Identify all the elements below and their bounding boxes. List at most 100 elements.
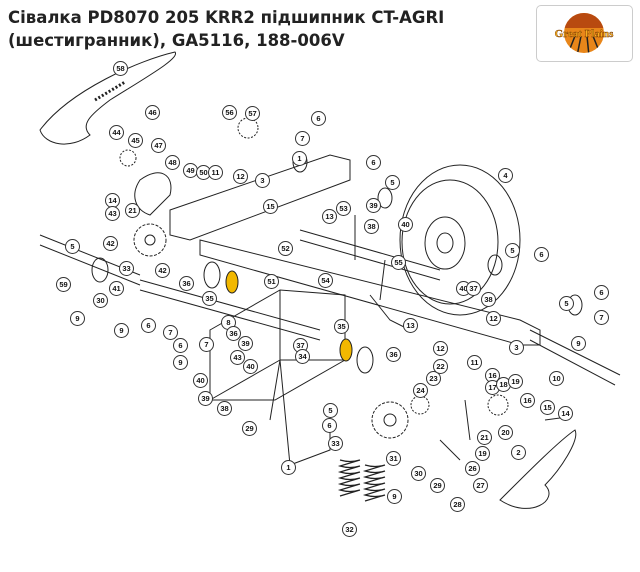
part-callout-29: 29 bbox=[430, 478, 445, 493]
part-callout-7: 7 bbox=[199, 337, 214, 352]
svg-text:Great Plains: Great Plains bbox=[555, 28, 614, 40]
part-callout-54: 54 bbox=[318, 273, 333, 288]
part-callout-12: 12 bbox=[433, 341, 448, 356]
part-callout-9: 9 bbox=[173, 355, 188, 370]
part-callout-28: 28 bbox=[450, 497, 465, 512]
part-callout-36: 36 bbox=[386, 347, 401, 362]
part-callout-4: 4 bbox=[498, 168, 513, 183]
part-callout-42: 42 bbox=[103, 236, 118, 251]
part-callout-6: 6 bbox=[534, 247, 549, 262]
part-callout-38: 38 bbox=[217, 401, 232, 416]
sprocket-42 bbox=[133, 223, 167, 257]
exploded-parts-diagram bbox=[39, 51, 621, 509]
part-callout-49: 49 bbox=[183, 163, 198, 178]
part-callout-24: 24 bbox=[413, 383, 428, 398]
part-callout-11: 11 bbox=[208, 165, 223, 180]
part-callout-3: 3 bbox=[509, 340, 524, 355]
part-callout-5: 5 bbox=[385, 175, 400, 190]
part-callout-42: 42 bbox=[155, 263, 170, 278]
part-callout-16: 16 bbox=[520, 393, 535, 408]
part-callout-5: 5 bbox=[323, 403, 338, 418]
part-callout-12: 12 bbox=[486, 311, 501, 326]
part-callout-58: 58 bbox=[113, 61, 128, 76]
part-callout-2: 2 bbox=[511, 445, 526, 460]
part-callout-41: 41 bbox=[109, 281, 124, 296]
chain-guide-2 bbox=[499, 429, 577, 509]
chain-guide-58 bbox=[39, 51, 176, 145]
part-callout-9: 9 bbox=[387, 489, 402, 504]
part-callout-48: 48 bbox=[165, 155, 180, 170]
part-callout-3: 3 bbox=[255, 173, 270, 188]
part-callout-43: 43 bbox=[105, 206, 120, 221]
part-callout-31: 31 bbox=[386, 451, 401, 466]
part-callout-20: 20 bbox=[498, 425, 513, 440]
bearing-205krr2-left bbox=[225, 270, 239, 294]
part-callout-9: 9 bbox=[114, 323, 129, 338]
part-callout-36: 36 bbox=[226, 326, 241, 341]
part-callout-10: 10 bbox=[549, 371, 564, 386]
part-callout-21: 21 bbox=[125, 203, 140, 218]
part-callout-6: 6 bbox=[173, 338, 188, 353]
part-callout-26: 26 bbox=[465, 461, 480, 476]
part-callout-7: 7 bbox=[594, 310, 609, 325]
part-callout-1: 1 bbox=[281, 460, 296, 475]
part-callout-23: 23 bbox=[426, 371, 441, 386]
part-callout-7: 7 bbox=[163, 325, 178, 340]
part-callout-6: 6 bbox=[311, 111, 326, 126]
part-callout-57: 57 bbox=[245, 106, 260, 121]
part-callout-43: 43 bbox=[230, 350, 245, 365]
part-callout-35: 35 bbox=[334, 319, 349, 334]
bearing-205krr2-right bbox=[339, 338, 353, 362]
part-callout-39: 39 bbox=[238, 336, 253, 351]
part-callout-56: 56 bbox=[222, 105, 237, 120]
part-callout-13: 13 bbox=[403, 318, 418, 333]
part-callout-59: 59 bbox=[56, 277, 71, 292]
part-callout-38: 38 bbox=[364, 219, 379, 234]
part-callout-6: 6 bbox=[322, 418, 337, 433]
part-callout-14: 14 bbox=[105, 193, 120, 208]
part-callout-30: 30 bbox=[411, 466, 426, 481]
part-callout-55: 55 bbox=[391, 255, 406, 270]
part-callout-5: 5 bbox=[505, 243, 520, 258]
part-callout-38: 38 bbox=[481, 292, 496, 307]
logo-graphic: Great Plains bbox=[554, 13, 614, 53]
part-callout-47: 47 bbox=[151, 138, 166, 153]
part-callout-19: 19 bbox=[475, 446, 490, 461]
part-callout-53: 53 bbox=[336, 201, 351, 216]
part-callout-35: 35 bbox=[202, 291, 217, 306]
part-callout-22: 22 bbox=[433, 359, 448, 374]
part-callout-33: 33 bbox=[119, 261, 134, 276]
part-callout-15: 15 bbox=[263, 199, 278, 214]
part-callout-45: 45 bbox=[128, 133, 143, 148]
part-callout-6: 6 bbox=[594, 285, 609, 300]
part-callout-29: 29 bbox=[242, 421, 257, 436]
gauge-wheel bbox=[399, 164, 521, 316]
part-callout-40: 40 bbox=[243, 359, 258, 374]
part-callout-46: 46 bbox=[145, 105, 160, 120]
gearbox-housing bbox=[209, 289, 346, 401]
part-callout-36: 36 bbox=[179, 276, 194, 291]
part-callout-14: 14 bbox=[558, 406, 573, 421]
part-callout-39: 39 bbox=[366, 198, 381, 213]
part-callout-33: 33 bbox=[328, 436, 343, 451]
main-frame bbox=[169, 154, 351, 241]
sprocket-31 bbox=[371, 401, 409, 439]
part-callout-32: 32 bbox=[342, 522, 357, 537]
part-callout-19: 19 bbox=[508, 374, 523, 389]
part-callout-27: 27 bbox=[473, 478, 488, 493]
part-callout-6: 6 bbox=[366, 155, 381, 170]
part-callout-6: 6 bbox=[141, 318, 156, 333]
part-callout-13: 13 bbox=[322, 209, 337, 224]
great-plains-logo: Great Plains bbox=[536, 5, 633, 62]
sprocket-25 bbox=[410, 395, 430, 415]
part-callout-34: 34 bbox=[295, 349, 310, 364]
part-callout-52: 52 bbox=[278, 241, 293, 256]
sprocket-45 bbox=[119, 149, 137, 167]
part-callout-1: 1 bbox=[292, 151, 307, 166]
part-callout-51: 51 bbox=[264, 274, 279, 289]
part-callout-39: 39 bbox=[198, 391, 213, 406]
part-callout-12: 12 bbox=[233, 169, 248, 184]
part-callout-44: 44 bbox=[109, 125, 124, 140]
part-callout-21: 21 bbox=[477, 430, 492, 445]
part-callout-5: 5 bbox=[559, 296, 574, 311]
